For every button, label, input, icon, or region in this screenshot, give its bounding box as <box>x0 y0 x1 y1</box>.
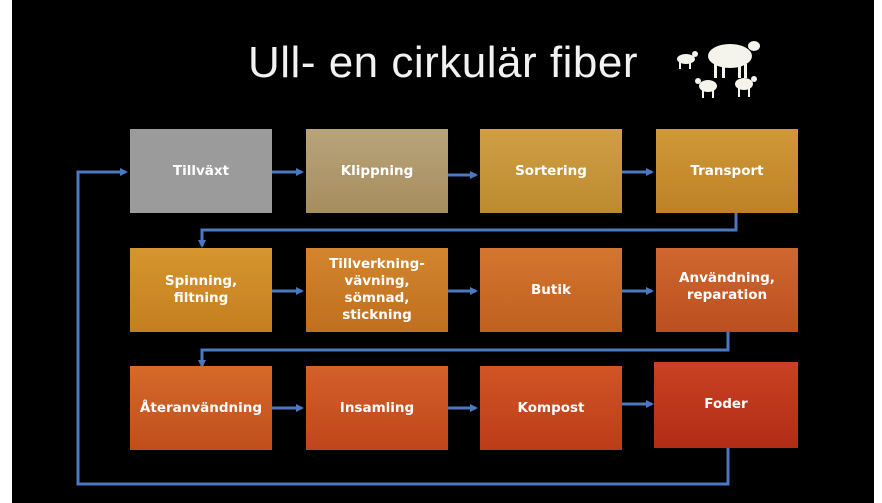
connectors <box>76 168 738 486</box>
step-label: Foder <box>704 396 748 412</box>
arrow-12-1 <box>76 168 730 486</box>
step-foder: Foder <box>654 362 798 448</box>
step-tillverkning: Tillverkning- vävning, sömnad, stickning <box>306 248 448 332</box>
step-butik: Butik <box>480 248 622 332</box>
arrow-4-5 <box>198 213 738 248</box>
step-label: Återanvändning <box>139 399 263 416</box>
step-ateranvandning: Återanvändning <box>130 366 272 450</box>
step-label: Tillväxt <box>172 162 230 179</box>
step-kompost: Kompost <box>480 366 622 450</box>
step-klippning: Klippning <box>306 129 448 213</box>
slide: Ull- en cirkulär fiber <box>12 0 874 503</box>
slide-title: Ull- en cirkulär fiber <box>248 38 638 87</box>
sheep-icon <box>677 41 760 98</box>
step-insamling: Insamling <box>306 366 448 450</box>
step-label: Användning, reparation <box>679 270 775 303</box>
step-spinning: Spinning, filtning <box>130 248 272 332</box>
step-label: Sortering <box>515 162 587 179</box>
step-tillvaxt: Tillväxt <box>130 129 272 213</box>
step-sortering: Sortering <box>480 129 622 213</box>
step-label: Klippning <box>340 162 414 179</box>
step-label: Tillverkning- vävning, sömnad, stickning <box>329 256 425 323</box>
arrow-8-9 <box>198 332 730 368</box>
step-label: Insamling <box>339 399 415 416</box>
step-transport: Transport <box>656 129 798 213</box>
step-label: Butik <box>531 281 571 298</box>
step-label: Spinning, filtning <box>164 273 238 306</box>
step-anvandning: Användning, reparation <box>656 248 798 332</box>
step-label: Kompost <box>517 399 585 416</box>
step-label: Transport <box>690 162 764 179</box>
